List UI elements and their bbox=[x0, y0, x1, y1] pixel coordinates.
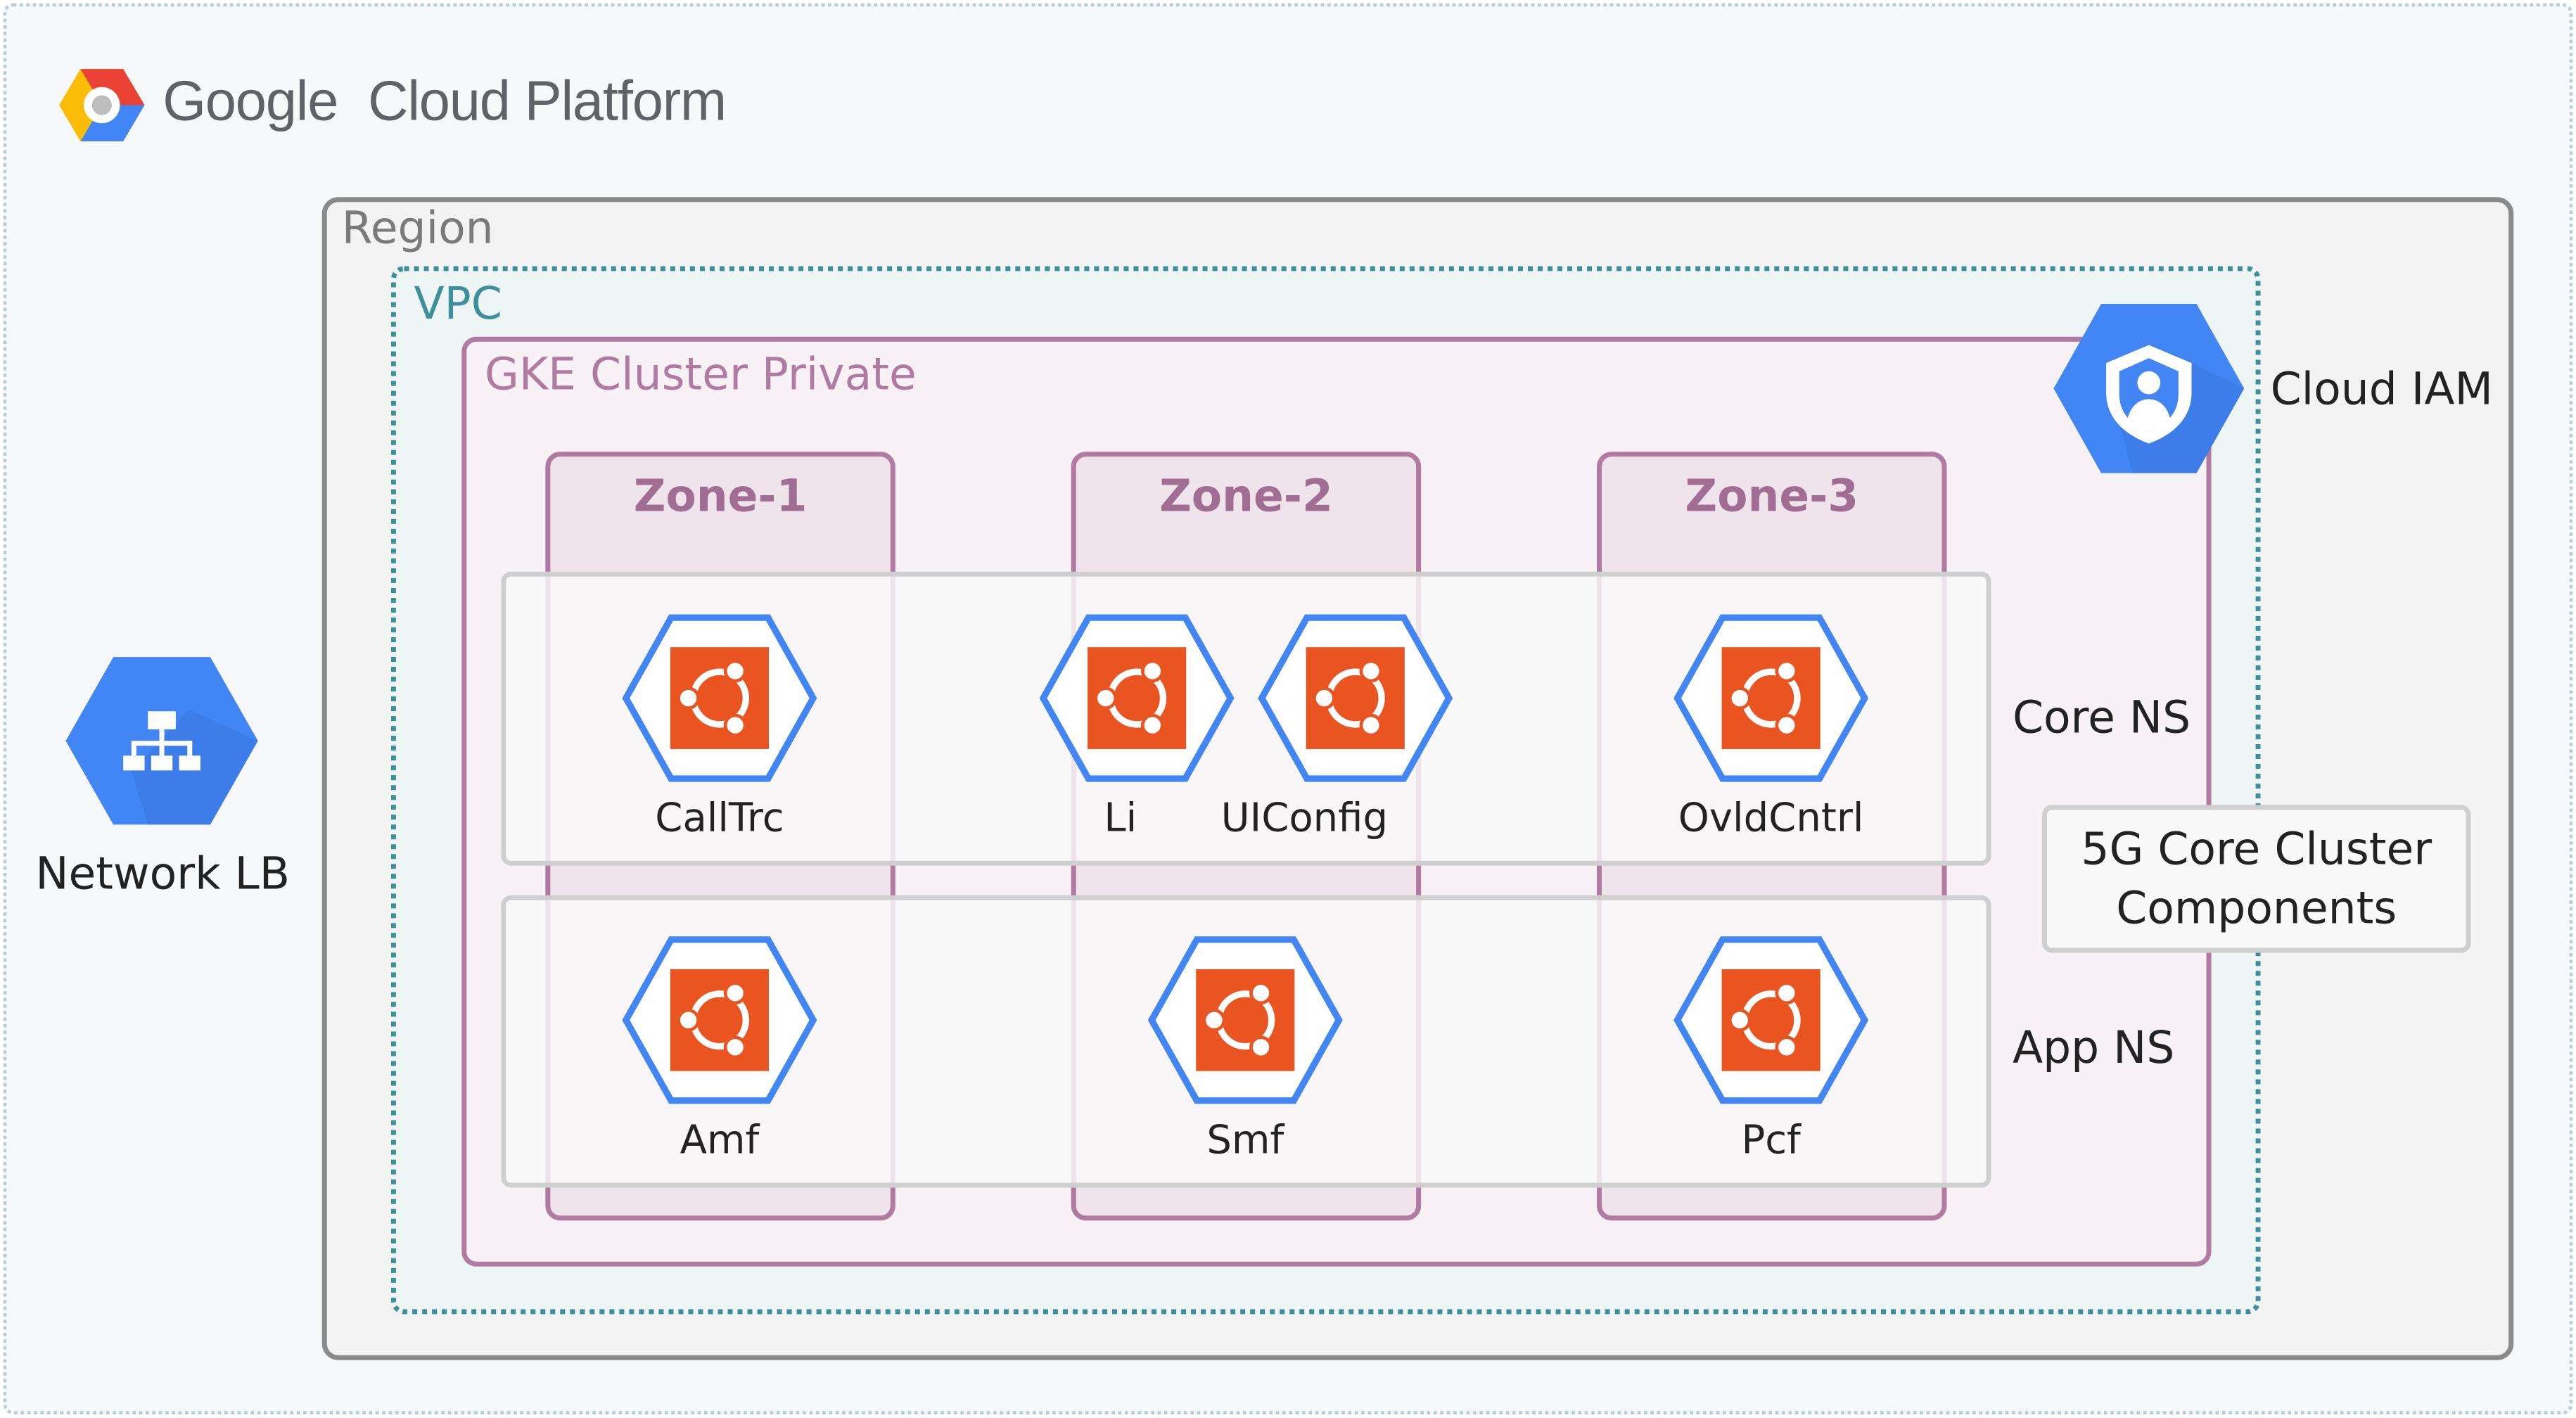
component-pcf-label: Pcf bbox=[1741, 1117, 1801, 1163]
zone-1-label: Zone-1 bbox=[633, 471, 808, 523]
zone-3-label: Zone-3 bbox=[1685, 471, 1859, 523]
load-balancer-icon bbox=[65, 657, 258, 825]
ubuntu-logo-icon bbox=[1147, 936, 1343, 1104]
user-shield-icon bbox=[2053, 304, 2245, 473]
vpc-label: VPC bbox=[414, 279, 502, 331]
component-smf-label: Smf bbox=[1206, 1117, 1284, 1163]
component-ovldcntrl-label: OvldCntrl bbox=[1678, 795, 1864, 841]
ubuntu-logo-icon bbox=[1039, 614, 1235, 782]
app-ns-label: App NS bbox=[2012, 1023, 2175, 1075]
legend-line-2: Components bbox=[2116, 883, 2397, 935]
ubuntu-logo-icon bbox=[1673, 614, 1869, 782]
component-calltrc-label: CallTrc bbox=[655, 795, 784, 841]
ubuntu-logo-icon bbox=[622, 936, 817, 1104]
logo-cloud-platform-text: Cloud Platform bbox=[368, 70, 727, 134]
cloud-iam-label: Cloud IAM bbox=[2270, 364, 2493, 416]
legend-box bbox=[2041, 805, 2471, 953]
core-ns-label: Core NS bbox=[2012, 693, 2191, 744]
component-uiconfig-label: UIConfig bbox=[1220, 795, 1389, 841]
google-cloud-logo-icon bbox=[59, 69, 145, 141]
component-li-label: Li bbox=[1104, 795, 1137, 841]
logo-google-text: Google bbox=[162, 70, 338, 134]
network-lb-label: Network LB bbox=[35, 849, 291, 900]
region-label: Region bbox=[341, 203, 494, 255]
ubuntu-logo-icon bbox=[1258, 614, 1453, 782]
ubuntu-logo-icon bbox=[622, 614, 817, 782]
ubuntu-logo-icon bbox=[1673, 936, 1869, 1104]
component-amf-label: Amf bbox=[680, 1117, 760, 1163]
legend-line-1: 5G Core Cluster bbox=[2081, 824, 2432, 876]
gke-cluster-label: GKE Cluster Private bbox=[484, 350, 917, 401]
zone-2-label: Zone-2 bbox=[1159, 471, 1333, 523]
